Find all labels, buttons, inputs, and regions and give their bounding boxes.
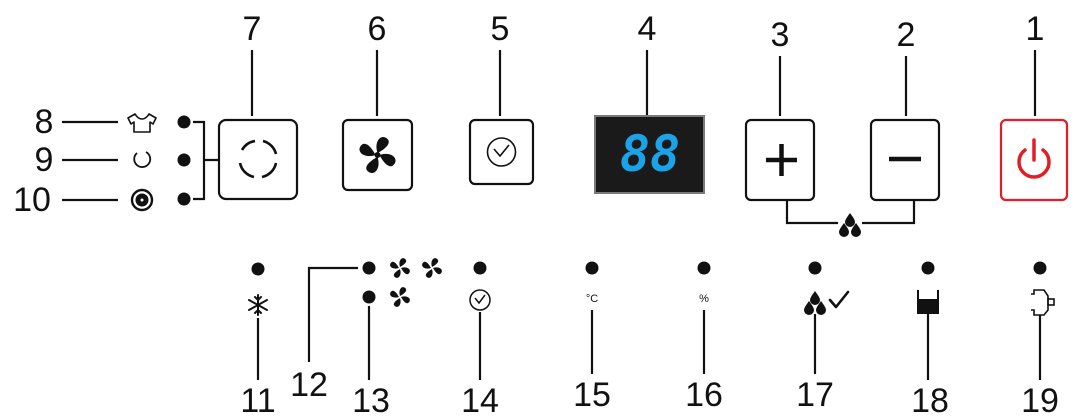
circle-icon xyxy=(133,151,152,168)
leader-line-12 xyxy=(307,266,358,362)
minus-button[interactable] xyxy=(869,118,941,202)
led-13 xyxy=(362,290,376,304)
callout-18: 18 xyxy=(911,382,949,417)
led-12 xyxy=(362,261,376,275)
led-17 xyxy=(808,261,822,275)
drain-hose-icon xyxy=(1031,289,1055,316)
callout-9: 9 xyxy=(35,141,54,179)
led-14 xyxy=(473,261,487,275)
callout-12: 12 xyxy=(290,366,328,404)
callout-19: 19 xyxy=(1021,382,1059,417)
fan-circle-icon xyxy=(130,188,154,212)
plus-minus-bracket xyxy=(785,200,916,225)
led-19 xyxy=(1033,261,1047,275)
callout-2: 2 xyxy=(897,16,916,54)
drops-check-icon xyxy=(804,290,850,315)
timer-button[interactable] xyxy=(468,118,535,186)
callout-4: 4 xyxy=(638,10,657,48)
plus-button[interactable] xyxy=(744,118,816,202)
led-18 xyxy=(921,261,935,275)
callout-3: 3 xyxy=(771,16,790,54)
percent-label: % xyxy=(699,293,709,305)
callout-16: 16 xyxy=(685,376,723,414)
display-digits: 88 xyxy=(620,125,680,183)
water-drops-icon xyxy=(839,213,861,237)
snowflake-icon xyxy=(248,294,268,316)
fan-icon xyxy=(359,136,396,174)
callout-7: 7 xyxy=(243,10,262,48)
callout-11: 11 xyxy=(240,382,275,417)
callout-13: 13 xyxy=(352,382,390,417)
digital-display: 88 xyxy=(594,115,705,194)
fan-speed-button[interactable] xyxy=(341,118,414,192)
power-button[interactable] xyxy=(999,118,1069,202)
callout-15: 15 xyxy=(573,376,611,414)
mode-button[interactable] xyxy=(217,118,299,201)
clock-indicator-icon xyxy=(469,289,491,311)
tank-full-icon xyxy=(917,290,939,314)
callout-8: 8 xyxy=(35,103,54,141)
led-15 xyxy=(585,261,599,275)
callout-5: 5 xyxy=(491,10,510,48)
callout-14: 14 xyxy=(461,382,499,417)
mode-bracket xyxy=(193,120,219,201)
display-background xyxy=(594,115,705,194)
led-16 xyxy=(697,261,711,275)
plus-icon xyxy=(766,144,797,176)
celsius-label: °C xyxy=(586,293,598,305)
mode-ring-icon xyxy=(238,139,278,179)
double-fan-icon xyxy=(390,258,442,278)
led-mode-10 xyxy=(177,192,191,206)
clock-icon xyxy=(486,137,517,167)
callout-10: 10 xyxy=(13,181,51,219)
single-fan-icon xyxy=(390,287,410,307)
shirt-icon xyxy=(127,113,157,133)
led-mode-8 xyxy=(177,115,191,129)
led-mode-9 xyxy=(177,153,191,167)
callout-6: 6 xyxy=(368,10,387,48)
led-11 xyxy=(251,262,265,276)
power-icon xyxy=(1017,138,1051,179)
callout-17: 17 xyxy=(796,376,834,414)
callout-1: 1 xyxy=(1026,10,1045,48)
